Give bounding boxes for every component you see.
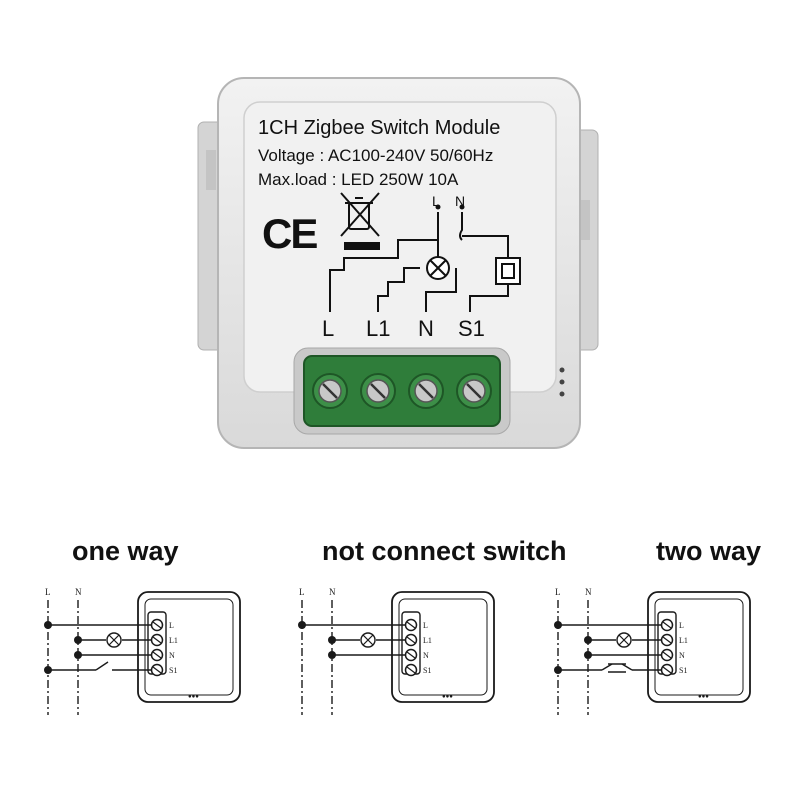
- label-n-dot: [459, 204, 465, 210]
- caption-not-connect-switch: not connect switch: [322, 536, 567, 566]
- junction-dot: [554, 621, 562, 629]
- screw-slot: [418, 383, 434, 399]
- junction-dot: [584, 636, 592, 644]
- junction-dot: [584, 651, 592, 659]
- junction-dot: [74, 636, 82, 644]
- terminal-label-n: N: [418, 316, 434, 341]
- screw-slot: [466, 383, 482, 399]
- supply-label-n: N: [329, 587, 336, 597]
- weee-bin-icon: [340, 192, 380, 250]
- lamp-cross: [618, 634, 630, 646]
- indicator-dots: ●●●: [442, 694, 453, 700]
- terminal-label: L: [423, 621, 428, 630]
- supply-label-l: L: [299, 587, 305, 597]
- terminal-label: S1: [169, 666, 177, 675]
- terminal-block: [303, 355, 501, 427]
- terminal-slot: [662, 666, 672, 674]
- terminal-label: N: [679, 651, 685, 660]
- indicator-dots: ●●●: [188, 694, 199, 700]
- indicator-dot: [559, 391, 565, 397]
- lamp-icon: [426, 256, 450, 280]
- supply-label-n: N: [585, 587, 592, 597]
- terminal-slot: [406, 636, 416, 644]
- terminal-label: L: [169, 621, 174, 630]
- terminal-label: L1: [423, 636, 432, 645]
- right-clip-notch: [580, 200, 590, 240]
- junction-dot: [328, 651, 336, 659]
- indicator-dots: ●●●: [698, 694, 709, 700]
- terminal-label: N: [423, 651, 429, 660]
- terminal-slot: [406, 666, 416, 674]
- terminal-slot: [662, 621, 672, 629]
- voltage-spec: Voltage : AC100-240V 50/60Hz: [258, 146, 493, 165]
- label-l-dot: [435, 204, 441, 210]
- switch-blade-a: [601, 663, 613, 671]
- indicator-dot: [559, 367, 565, 373]
- terminal-slot: [406, 651, 416, 659]
- module-inner: [398, 598, 488, 696]
- terminal-label: N: [169, 651, 175, 660]
- switch-blade-b: [621, 663, 633, 671]
- terminal-label: L: [679, 621, 684, 630]
- terminal-label: S1: [423, 666, 431, 675]
- supply-label-l: L: [555, 587, 561, 597]
- screw-slot: [322, 383, 338, 399]
- terminal-slot: [406, 621, 416, 629]
- terminal-label: S1: [679, 666, 687, 675]
- screw-slot: [370, 383, 386, 399]
- indicator-dot: [559, 379, 565, 385]
- terminal-label: L1: [169, 636, 178, 645]
- junction-dot: [328, 636, 336, 644]
- ce-mark-icon: CE: [262, 210, 317, 257]
- left-clip-notch: [206, 150, 216, 190]
- junction-dot: [74, 651, 82, 659]
- relay-icon: [495, 257, 521, 285]
- switch-module: 1CH Zigbee Switch Module Voltage : AC100…: [197, 77, 599, 449]
- terminal-label-l1: L1: [366, 316, 390, 341]
- supply-label-l: L: [45, 587, 51, 597]
- maxload-spec: Max.load : LED 250W 10A: [258, 170, 459, 189]
- supply-label-n: N: [75, 587, 82, 597]
- label-schematic: [329, 212, 509, 312]
- junction-dot: [44, 621, 52, 629]
- switch-blade: [95, 661, 109, 671]
- lamp-cross: [362, 634, 374, 646]
- junction-dot: [44, 666, 52, 674]
- terminal-label: L1: [679, 636, 688, 645]
- label-supply-n: N: [455, 193, 465, 209]
- terminal-screws: [312, 373, 492, 409]
- terminal-label-l: L: [322, 316, 334, 341]
- module-title: 1CH Zigbee Switch Module: [258, 117, 500, 139]
- caption-one-way: one way: [72, 536, 179, 566]
- terminal-slot: [152, 621, 162, 629]
- terminal-slot: [662, 651, 672, 659]
- junction-dot: [554, 666, 562, 674]
- caption-two-way: two way: [656, 536, 762, 566]
- terminal-slot: [662, 636, 672, 644]
- label-supply-l: L: [432, 193, 440, 209]
- junction-dot: [298, 621, 306, 629]
- module-inner: [144, 598, 234, 696]
- terminal-slot: [152, 636, 162, 644]
- terminal-slot: [152, 651, 162, 659]
- lamp-cross: [108, 634, 120, 646]
- terminal-slot: [152, 666, 162, 674]
- module-inner: [654, 598, 744, 696]
- terminal-label-s1: S1: [458, 316, 485, 341]
